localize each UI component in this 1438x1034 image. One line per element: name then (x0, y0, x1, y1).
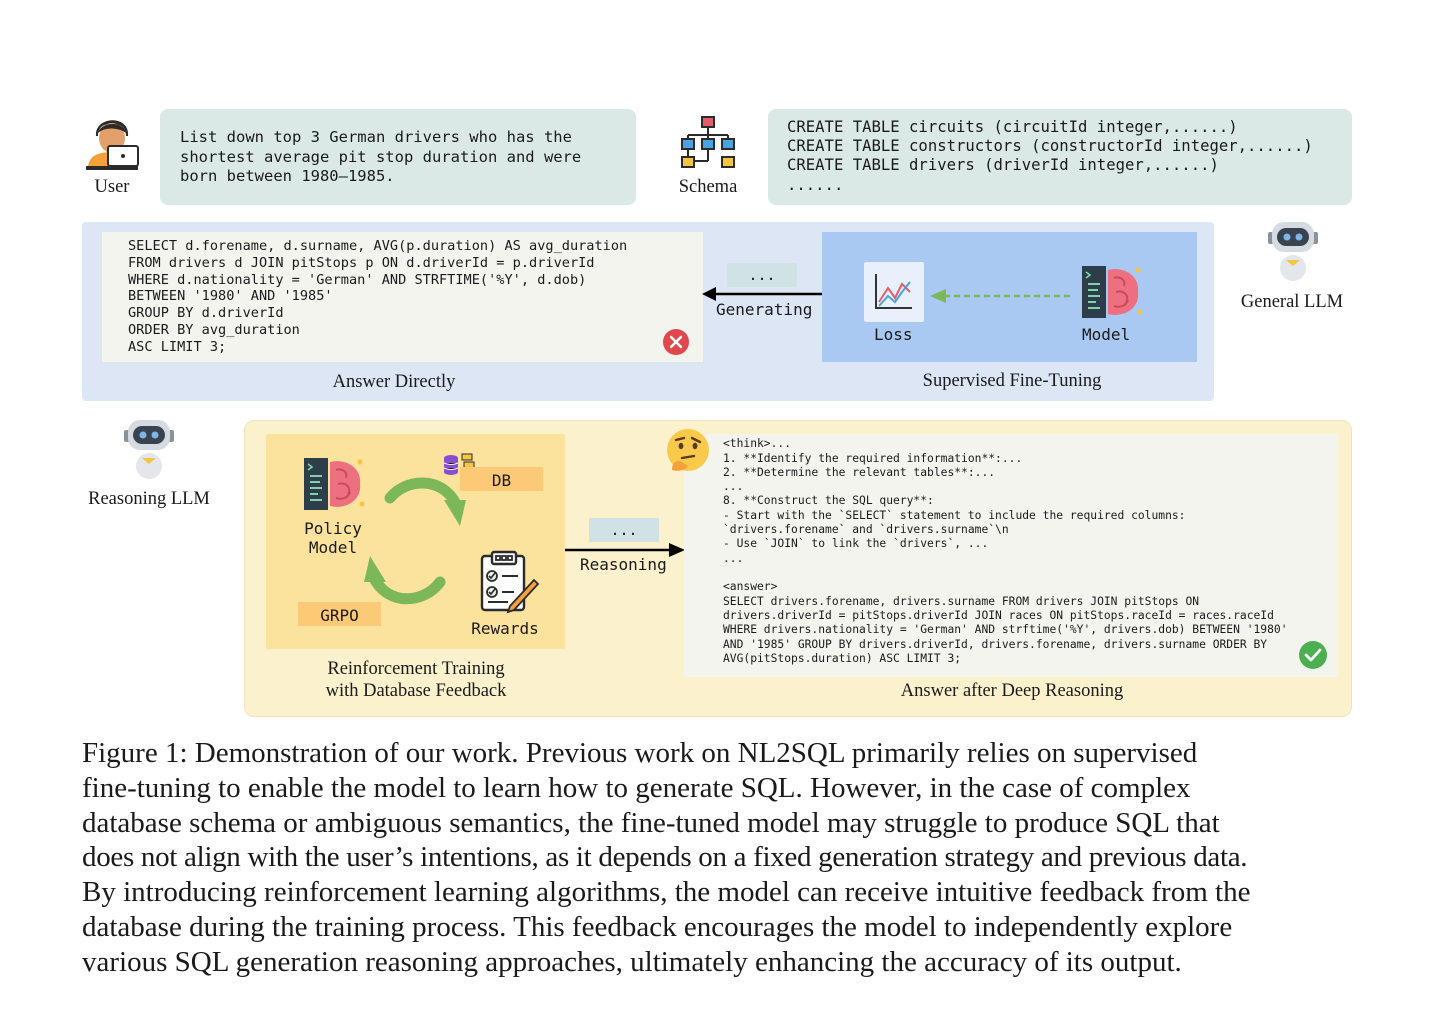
wrong-badge (662, 328, 690, 356)
generating-label: Generating (716, 300, 813, 319)
reasoning-arrow (565, 542, 685, 558)
direct-answer-box (102, 232, 703, 362)
brain-model-icon (1082, 266, 1143, 318)
rl-caption-line: with Database Feedback (325, 681, 507, 701)
check-icon (1299, 641, 1327, 669)
user-query-line: List down top 3 German drivers who has t… (180, 128, 572, 146)
reasoning-label: Reasoning (580, 555, 667, 574)
user-label: User (94, 177, 130, 197)
reasoning-ellipsis-box (589, 518, 659, 542)
schema-line: CREATE TABLE constructors (constructorId… (787, 137, 1313, 155)
sql-line: ORDER BY avg_duration (128, 322, 300, 338)
general-llm-robot (1266, 220, 1320, 284)
reasoning-line: 1. **Identify the required information**… (723, 452, 1023, 465)
correct-badge (1298, 640, 1328, 670)
reasoning-line: <answer> (723, 580, 778, 593)
reasoning-line: 2. **Determine the relevant tables**:... (723, 466, 996, 479)
user-icon (86, 120, 139, 170)
sql-line: BETWEEN '1980' AND '1985' (128, 288, 333, 304)
caption-line: Figure 1: Demonstration of our work. Pre… (82, 737, 1198, 769)
reasoning-line: - Use `JOIN` to link the `drivers`, ... (723, 537, 989, 550)
schema-line: CREATE TABLE circuits (circuitId integer… (787, 118, 1238, 136)
grpo-label: GRPO (320, 606, 359, 625)
user-figure (82, 106, 142, 172)
db-tag (460, 467, 543, 491)
rl-caption-line: Reinforcement Training (327, 659, 505, 679)
figure-caption: Figure 1: Demonstration of our work. Pre… (82, 736, 1358, 980)
reasoning-line: `drivers.forename` and `drivers.surname`… (723, 523, 1009, 536)
rewards-label: Rewards (471, 619, 539, 638)
caption-line: various SQL generation reasoning approac… (82, 945, 1182, 978)
generating-ellipsis-box (727, 263, 797, 287)
caption-line: By introducing reinforcement learning al… (82, 876, 1251, 909)
general-llm-label: General LLM (1240, 292, 1344, 312)
reasoning-llm-robot (122, 418, 176, 482)
reasoning-line: <think>... (723, 437, 792, 450)
caption-line: database schema or ambiguous semantics, … (82, 806, 1220, 839)
model-label: Model (1082, 325, 1131, 344)
answer-directly-label: Answer Directly (332, 372, 456, 392)
policy-model-label-line: Policy (304, 519, 362, 538)
policy-model (302, 454, 366, 514)
reasoning-line: ... (723, 552, 744, 565)
reasoning-line: - Start with the `SELECT` statement to i… (723, 509, 1186, 522)
sql-line: WHERE d.nationality = 'German' AND STRFT… (128, 272, 587, 288)
thinking-emoji-icon (667, 429, 709, 471)
cycle-arrow-bottom (362, 552, 446, 608)
cycle-arrow-top (384, 474, 468, 530)
policy-model-label: Policy Model (288, 519, 378, 557)
caption-line: database during the training process. Th… (82, 910, 1233, 943)
loss-chart-icon (875, 274, 912, 309)
loss-label: Loss (874, 325, 913, 344)
sql-line: GROUP BY d.driverId (128, 305, 284, 321)
caption-line: fine-tuning to enable the model to learn… (82, 771, 1191, 804)
reasoning-line: 8. **Construct the SQL query**: (723, 494, 934, 507)
reasoning-line: drivers.driverId = pitStops.driverId JOI… (723, 609, 1274, 622)
reasoning-line: WHERE drivers.nationality = 'German' AND… (723, 623, 1288, 636)
thinking-face (664, 426, 712, 474)
loss-chart (864, 262, 924, 322)
schema-figure (678, 115, 738, 171)
cross-icon (663, 329, 689, 355)
reasoning-line: SELECT drivers.forename, drivers.surname… (723, 595, 1200, 608)
rewards-icon (480, 550, 540, 614)
brain-model-icon (304, 458, 365, 510)
generating-arrow (702, 286, 824, 302)
user-query-box (160, 109, 636, 205)
user-query-line: born between 1980–1985. (180, 167, 395, 185)
policy-model-label-line: Model (308, 538, 358, 557)
schema-label: Schema (678, 177, 738, 197)
reasoning-llm-label: Reasoning LLM (88, 489, 210, 509)
feedback-arrow (930, 288, 1076, 304)
schema-icon (681, 116, 735, 168)
answer-after-reasoning-label: Answer after Deep Reasoning (900, 681, 1124, 701)
sql-line: ASC LIMIT 3; (128, 339, 227, 355)
rewards-figure (478, 550, 540, 614)
reasoning-line: ... (723, 480, 744, 493)
schema-line: ...... (787, 176, 844, 194)
sft-model (1080, 262, 1144, 322)
user-query-line: shortest average pit stop duration and w… (180, 147, 582, 166)
generating-ellipsis: ... (748, 266, 776, 284)
sql-line: SELECT d.forename, d.surname, AVG(p.dura… (128, 238, 628, 254)
sql-line: FROM drivers d JOIN pitStops p ON d.driv… (128, 255, 595, 271)
deep-reasoning-box (684, 434, 1338, 677)
user-query-text: List down top 3 German drivers who has t… (180, 128, 581, 187)
sft-label: Supervised Fine-Tuning (922, 371, 1102, 391)
reasoning-line: AVG(pitStops.duration) ASC LIMIT 3; (723, 652, 962, 665)
robot-icon (124, 420, 174, 479)
db-label: DB (491, 471, 512, 490)
schema-box (768, 109, 1352, 205)
rl-caption: Reinforcement Training with Database Fee… (266, 658, 566, 702)
caption-line: does not align with the user’s intention… (82, 841, 1248, 874)
grpo-tag (298, 602, 381, 626)
reasoning-ellipsis: ... (610, 521, 638, 539)
schema-line: CREATE TABLE drivers (driverId integer,.… (787, 156, 1219, 174)
reasoning-line: AND '1985' GROUP BY drivers.driverId, dr… (723, 638, 1268, 651)
robot-icon (1268, 222, 1318, 281)
